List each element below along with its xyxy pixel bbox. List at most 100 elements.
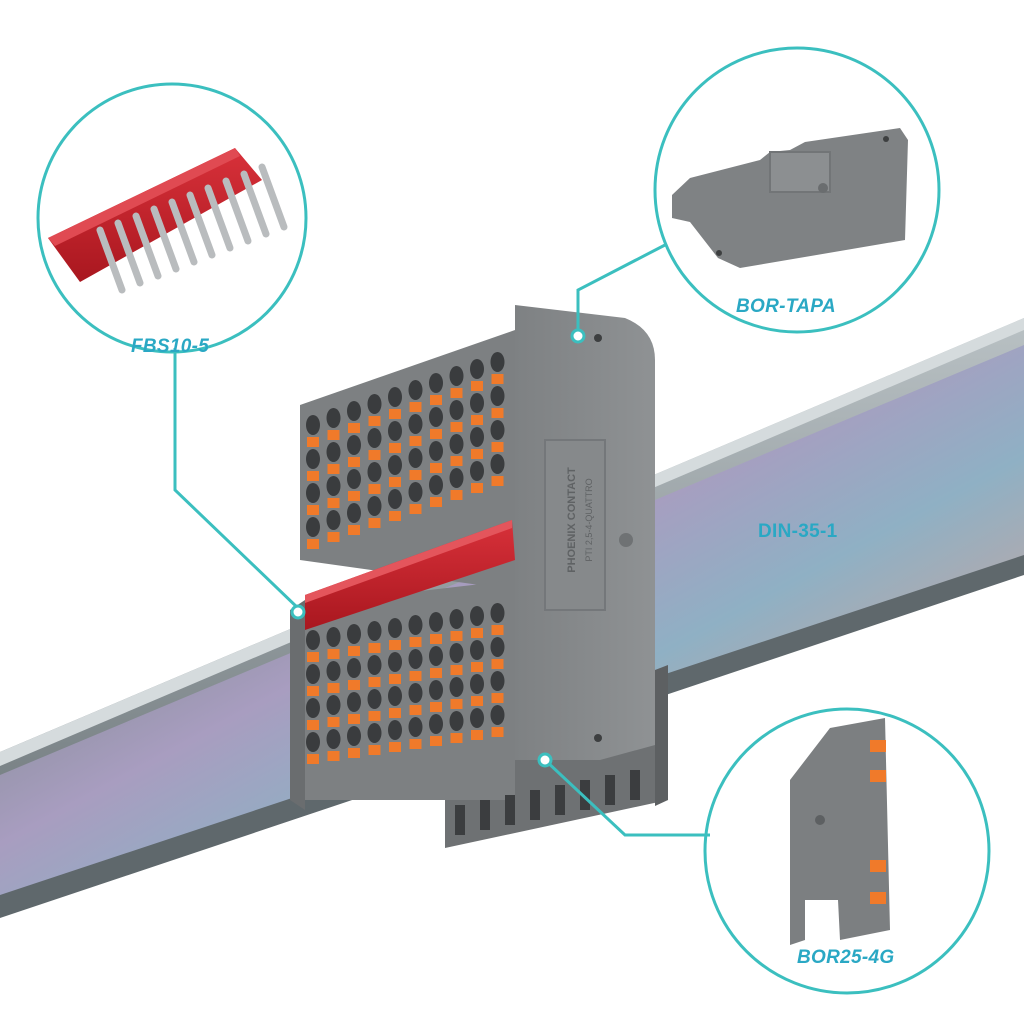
wire-entry-hole [347,624,361,644]
push-button [389,477,401,487]
wire-entry-hole [490,352,505,372]
bridge-pin [204,184,234,252]
push-button [409,637,422,647]
push-button [307,720,319,730]
push-button [368,416,381,426]
wire-entry-hole [367,689,382,709]
wire-entry-hole [429,714,443,734]
push-button [450,490,463,500]
push-button [327,430,340,440]
wire-entry-hole [326,408,341,428]
wire-entry-hole [326,627,341,647]
wire-entry-hole [367,723,382,743]
wire-entry-hole [326,661,341,681]
wire-entry-hole [367,462,382,482]
push-button [491,476,504,486]
push-button [389,742,401,752]
push-button [409,436,422,446]
wire-entry-hole [429,441,443,461]
push-button [327,683,340,693]
push-button [327,649,340,659]
wire-entry-hole [470,708,484,728]
push-button [491,408,504,418]
push-button [491,727,504,737]
wire-entry-hole [306,664,320,684]
push-button [389,409,401,419]
push-button [409,705,422,715]
push-button [368,677,381,687]
wire-entry-hole [388,618,402,638]
wire-entry-hole [388,652,402,672]
wire-entry-hole [470,606,484,626]
callout-label-fbs10-5: FBS10-5 [131,336,210,357]
wire-entry-hole [408,717,423,737]
jumper-bridge [305,520,515,630]
wire-entry-hole [326,510,341,530]
wire-entry-hole [490,420,505,440]
callout-end-cover [570,46,941,344]
push-button [430,736,442,746]
wire-entry-hole [449,366,464,386]
push-button [450,699,463,709]
push-button [471,449,483,459]
wire-entry-hole [470,427,484,447]
push-button [307,539,319,549]
wire-entry-hole [429,373,443,393]
wire-entry-hole [490,637,505,657]
push-button [471,628,483,638]
push-button [307,471,319,481]
wire-entry-hole [388,387,402,407]
wire-entry-hole [326,476,341,496]
push-button [471,381,483,391]
bridge-pin [186,191,216,259]
wire-entry-hole [449,468,464,488]
push-button [430,463,442,473]
wire-entry-hole [470,393,484,413]
block-brand-text: PHOENIX CONTACT [566,467,578,573]
wire-entry-hole [429,407,443,427]
push-button [348,646,360,656]
bridge-pin [240,170,270,238]
wire-entry-hole [306,483,320,503]
push-button [491,442,504,452]
push-button [409,504,422,514]
wire-entry-hole [470,674,484,694]
push-button [389,708,401,718]
wire-entry-hole [408,448,423,468]
push-button [368,518,381,528]
push-button [389,443,401,453]
bridge-pin [258,163,288,231]
push-button [327,717,340,727]
wire-entry-hole [326,695,341,715]
push-button [307,505,319,515]
push-button [430,668,442,678]
push-button [471,415,483,425]
wire-entry-hole [347,726,361,746]
wire-entry-hole [367,655,382,675]
push-button [307,437,319,447]
push-button [307,686,319,696]
callout-label-bor25-4g: BOR25-4G [797,947,895,968]
push-button [327,751,340,761]
push-button [368,484,381,494]
push-button [327,464,340,474]
push-button [348,714,360,724]
wire-entry-hole [388,489,402,509]
push-button [450,665,463,675]
wire-entry-hole [429,646,443,666]
wire-entry-hole [490,671,505,691]
wire-entry-hole [326,442,341,462]
wire-entry-hole [429,612,443,632]
push-button [471,730,483,740]
wire-entry-hole [490,386,505,406]
callout-label-bor-tapa: BOR-TAPA [736,296,836,317]
bridge-pin [222,177,252,245]
terminal-block-side-icon [790,718,890,945]
wire-entry-hole [367,496,382,516]
bridge-pin [96,226,126,294]
push-button [307,652,319,662]
wire-entry-hole [347,658,361,678]
wire-entry-hole [408,380,423,400]
wire-entry-hole [449,677,464,697]
terminal-block-assembly: PHOENIX CONTACT PTI 2,5-4-QUATTRO [290,305,668,848]
